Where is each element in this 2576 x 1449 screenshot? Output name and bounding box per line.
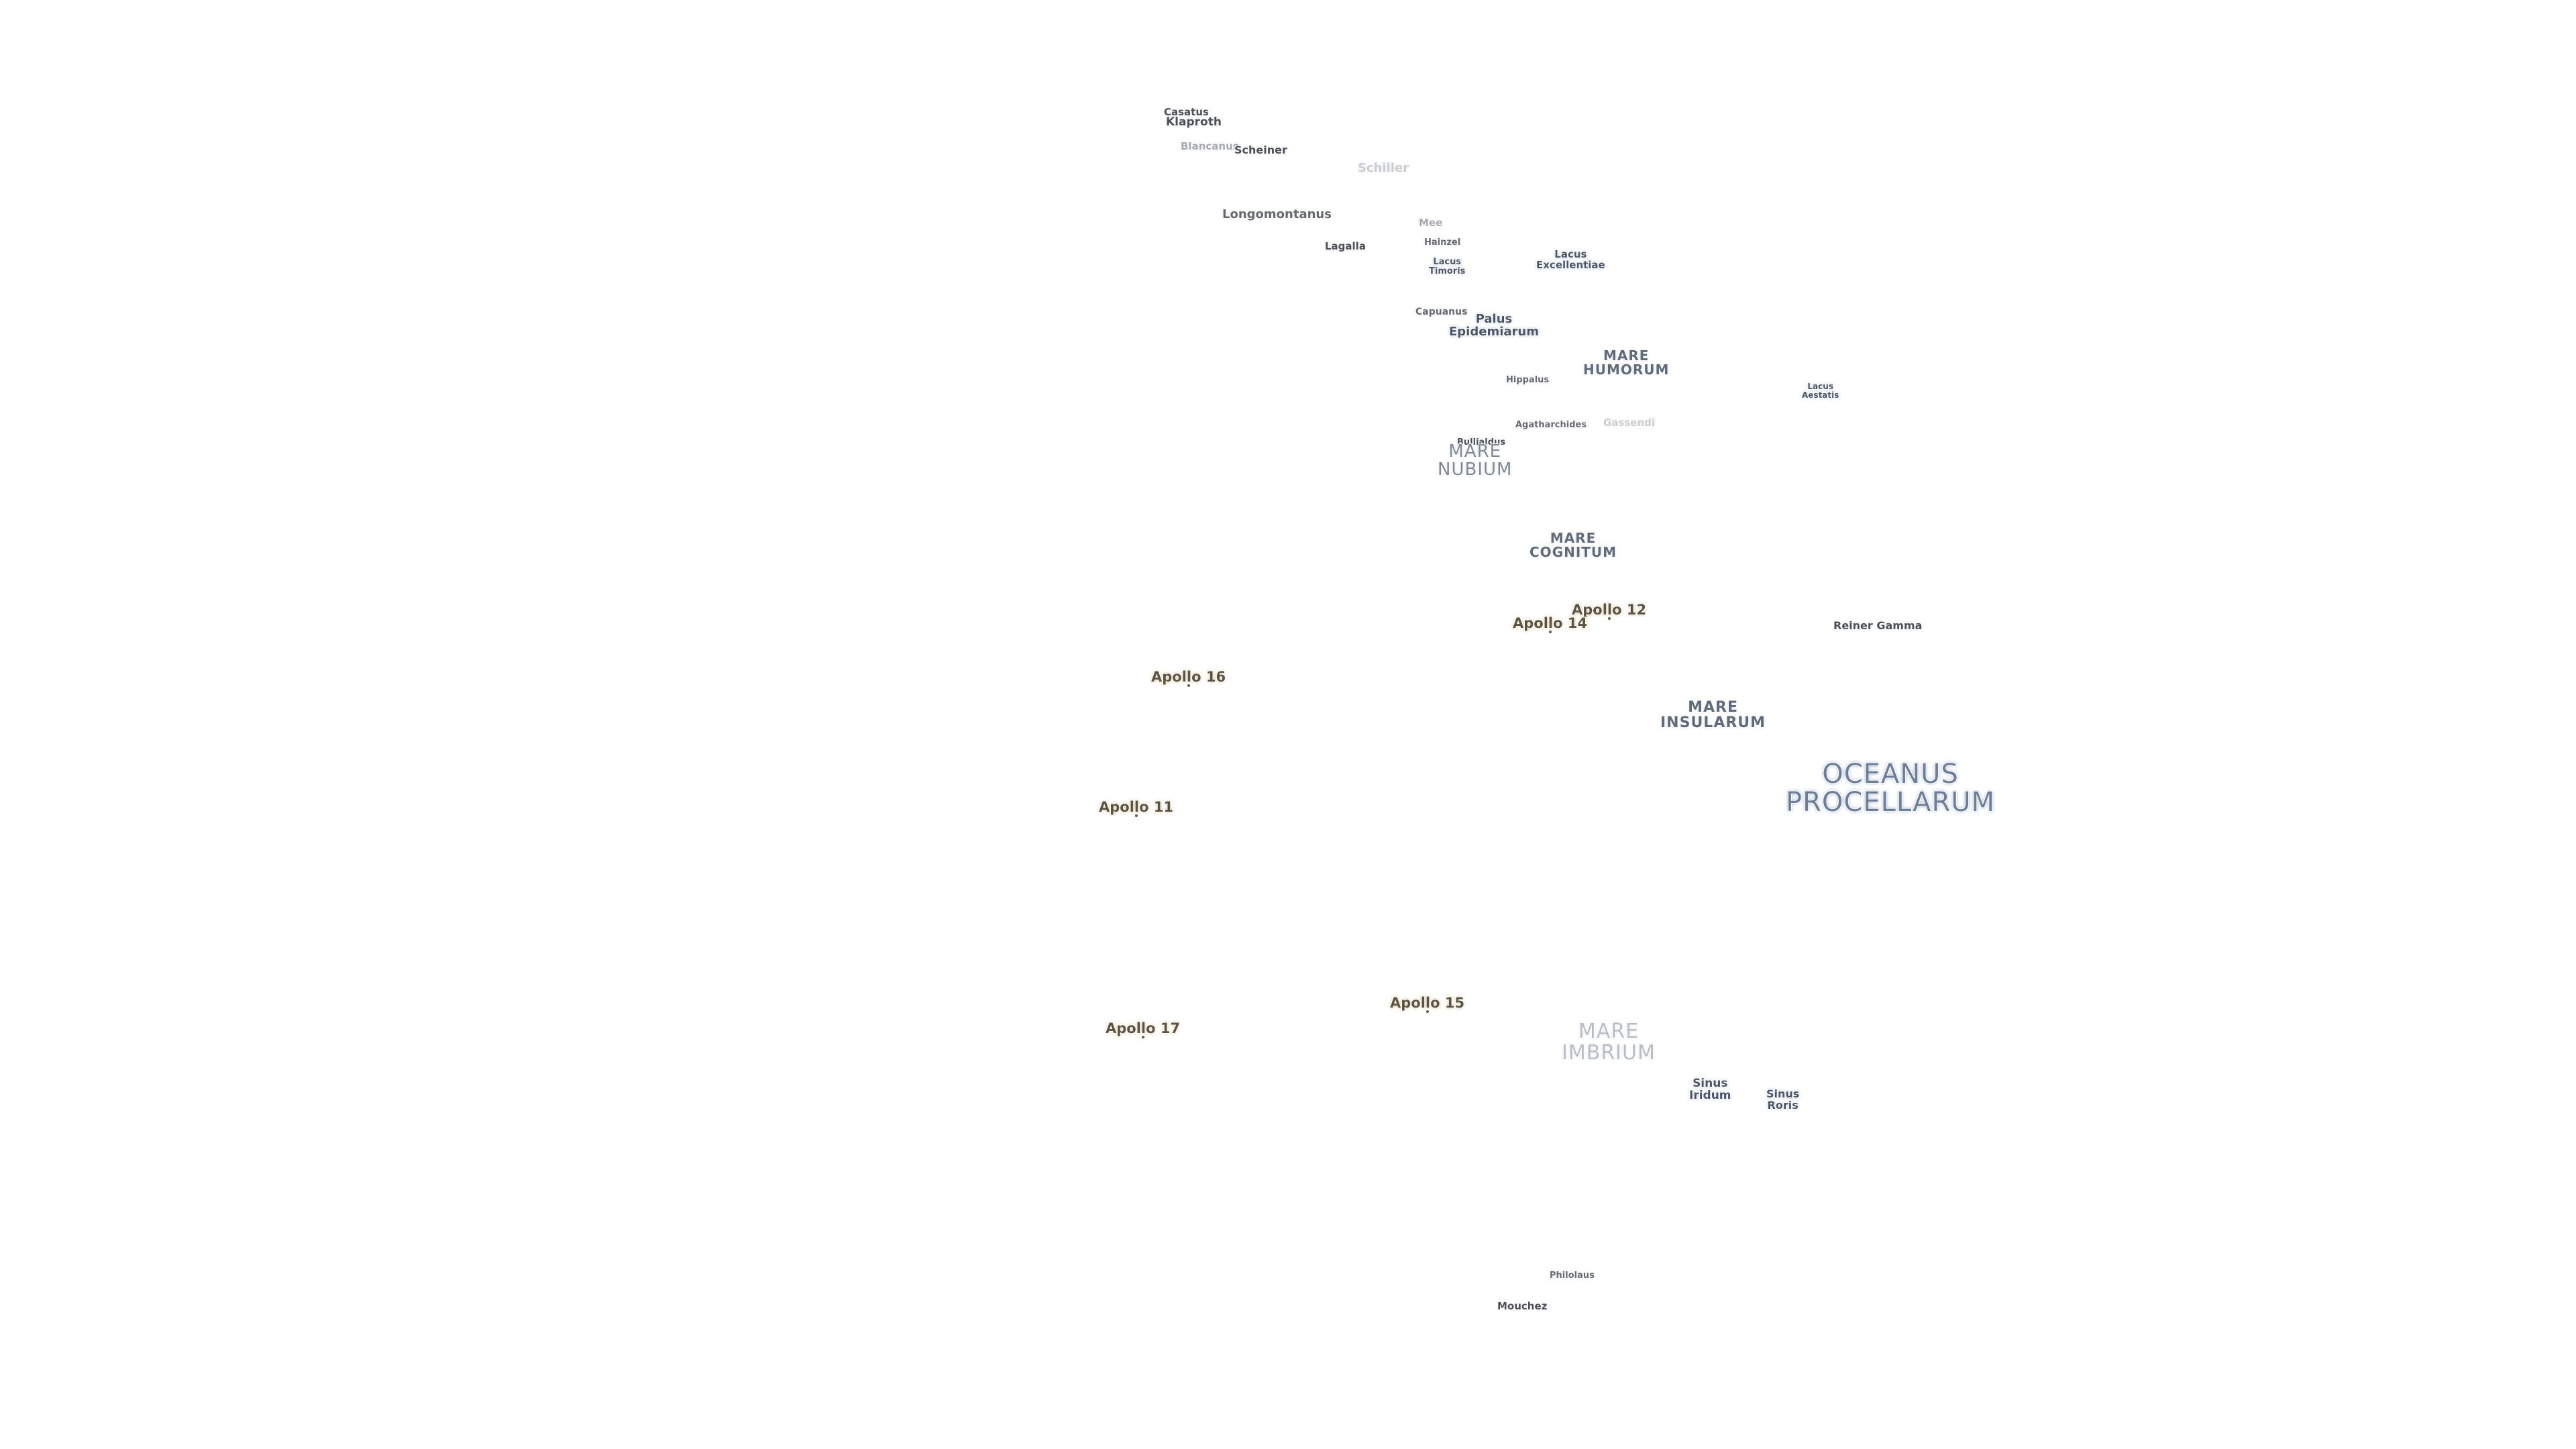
crater-label-philolaus: Philolaus bbox=[1550, 1271, 1595, 1281]
crater-label-gassendi: Gassendi bbox=[1603, 417, 1656, 429]
sea-label-line-1: MARE bbox=[1448, 441, 1502, 462]
sea-label-mare-cognitum: MARE COGNITUM bbox=[1529, 531, 1617, 559]
crater-label-hainzel: Hainzel bbox=[1424, 237, 1461, 248]
landing-site-marker-icon bbox=[1548, 631, 1552, 634]
feature-label-line-1: Lacus bbox=[1554, 248, 1587, 260]
sea-label-line-1: OCEANUS bbox=[1822, 759, 1959, 790]
feature-label-lacus-timoris: Lacus Timoris bbox=[1429, 258, 1465, 276]
landing-site-apollo-12[interactable]: Apollo 12 bbox=[1572, 602, 1647, 621]
feature-label-sinus-roris: Sinus Roris bbox=[1766, 1087, 1800, 1112]
crater-label-agatharchides: Agatharchides bbox=[1515, 420, 1587, 430]
sea-label-line-1: MARE bbox=[1578, 1020, 1640, 1043]
crater-label-longomontanus: Longomontanus bbox=[1222, 207, 1332, 221]
feature-label-line-1: Lacus bbox=[1433, 257, 1462, 267]
sea-label-line-2: INSULARUM bbox=[1660, 714, 1766, 732]
crater-label-lagalla: Lagalla bbox=[1325, 240, 1366, 252]
landing-site-marker-icon bbox=[1187, 684, 1190, 688]
sea-label-oceanus-procellarum: OCEANUS PROCELLARUM bbox=[1786, 760, 1995, 816]
feature-label-line-2: Timoris bbox=[1429, 266, 1466, 276]
feature-label-line-1: Sinus bbox=[1766, 1087, 1800, 1100]
landing-site-apollo-15[interactable]: Apollo 15 bbox=[1390, 995, 1465, 1014]
sea-label-line-1: MARE bbox=[1688, 699, 1738, 716]
crater-label-reiner-gamma: Reiner Gamma bbox=[1833, 619, 1923, 632]
feature-label-line-2: Epidemiarum bbox=[1449, 324, 1539, 339]
sea-label-line-2: HUMORUM bbox=[1583, 362, 1670, 378]
crater-label-blancanus: Blancanus bbox=[1181, 140, 1239, 152]
landing-site-apollo-17[interactable]: Apollo 17 bbox=[1106, 1020, 1181, 1039]
crater-label-mouchez: Mouchez bbox=[1497, 1300, 1548, 1312]
landing-site-apollo-14[interactable]: Apollo 14 bbox=[1513, 615, 1588, 634]
crater-label-casatus: Casatus bbox=[1164, 106, 1209, 118]
sea-label-line-1: MARE bbox=[1603, 347, 1650, 364]
landing-site-label: Apollo 15 bbox=[1390, 995, 1465, 1011]
feature-label-lacus-aestatis: Lacus Aestatis bbox=[1802, 382, 1839, 399]
feature-label-line-2: Excellentiae bbox=[1536, 258, 1605, 271]
crater-label-klaproth: Klaproth bbox=[1166, 115, 1222, 129]
sea-label-line-2: NUBIUM bbox=[1438, 460, 1513, 480]
feature-label-lacus-excellentiae: Lacus Excellentiae bbox=[1536, 248, 1605, 271]
landing-site-apollo-11[interactable]: Apollo 11 bbox=[1099, 799, 1174, 818]
feature-label-line-1: Palus bbox=[1475, 312, 1513, 326]
sea-label-mare-humorum: MARE HUMORUM bbox=[1583, 349, 1669, 377]
crater-label-capuanus: Capuanus bbox=[1415, 307, 1468, 317]
landing-site-marker-icon bbox=[1607, 617, 1611, 621]
landing-site-marker-icon bbox=[1426, 1010, 1429, 1014]
crater-label-bullialdus: Bullialdus bbox=[1457, 437, 1506, 447]
feature-label-line-2: Aestatis bbox=[1802, 390, 1839, 400]
crater-label-schiller: Schiller bbox=[1358, 161, 1409, 175]
feature-label-sinus-iridum: Sinus Iridum bbox=[1689, 1077, 1731, 1102]
landing-site-label: Apollo 12 bbox=[1572, 602, 1647, 618]
crater-label-mee: Mee bbox=[1419, 217, 1443, 229]
landing-site-marker-icon bbox=[1141, 1036, 1144, 1039]
feature-label-line-2: Roris bbox=[1767, 1098, 1799, 1112]
sea-label-mare-nubium: MARE NUBIUM bbox=[1438, 441, 1513, 480]
feature-label-line-1: Sinus bbox=[1693, 1077, 1728, 1090]
crater-label-hippalus: Hippalus bbox=[1506, 375, 1550, 385]
sea-label-line-2: COGNITUM bbox=[1529, 544, 1617, 560]
landing-site-label: Apollo 17 bbox=[1106, 1020, 1181, 1036]
landing-site-marker-icon bbox=[1134, 814, 1138, 818]
sea-label-line-1: MARE bbox=[1550, 530, 1597, 546]
landing-site-label: Apollo 14 bbox=[1513, 615, 1588, 631]
sea-label-mare-imbrium: MARE IMBRIUM bbox=[1562, 1021, 1656, 1063]
feature-label-line-2: Iridum bbox=[1689, 1088, 1731, 1102]
landing-site-label: Apollo 11 bbox=[1099, 799, 1174, 815]
sea-label-line-2: PROCELLARUM bbox=[1786, 787, 1996, 818]
feature-label-palus-epidemiarum: Palus Epidemiarum bbox=[1449, 313, 1539, 339]
landing-site-apollo-16[interactable]: Apollo 16 bbox=[1151, 669, 1226, 688]
sea-label-mare-insularum: MARE INSULARUM bbox=[1660, 700, 1766, 731]
crater-label-scheiner: Scheiner bbox=[1234, 144, 1287, 156]
sea-label-line-2: IMBRIUM bbox=[1562, 1040, 1656, 1065]
landing-site-label: Apollo 16 bbox=[1151, 669, 1226, 685]
feature-label-line-1: Lacus bbox=[1807, 382, 1833, 391]
